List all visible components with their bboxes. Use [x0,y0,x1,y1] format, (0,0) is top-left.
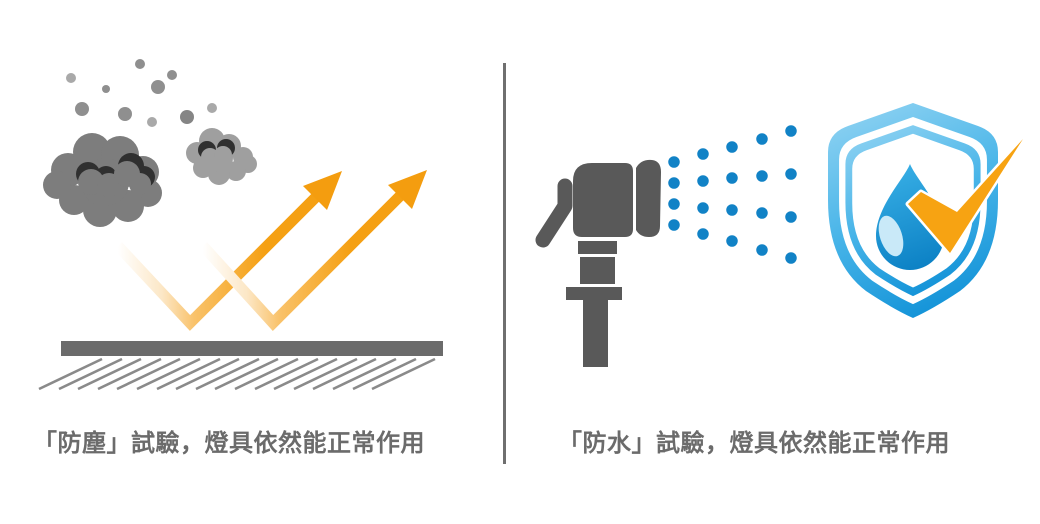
dust-cloud-small-icon [186,128,257,185]
hatch-lines [38,357,436,391]
nozzle-pipe [583,300,608,367]
arrowhead-icon [388,170,427,209]
bounce-arrow-left-icon [113,171,342,331]
drop-highlight [878,215,904,257]
ground-surface-icon [61,341,443,356]
dust-cloud-large-icon [43,133,162,227]
dust-particles-icon [66,59,217,127]
nozzle-handle [535,178,573,248]
nozzle-neck [578,241,617,254]
nozzle-block [580,257,615,284]
dust-test-caption: 「防塵」試驗，燈具依然能正常作用 [33,430,425,457]
nozzle-cap [636,159,661,237]
water-test-caption: 「防水」試驗，燈具依然能正常作用 [558,430,950,457]
panel-divider [503,63,506,464]
water-drop-icon [876,164,944,270]
water-spray-dots-icon [665,122,800,267]
checkmark-icon [905,136,1026,256]
nozzle-body [573,163,633,237]
bounce-arrow-right-icon [198,170,427,331]
nozzle-collar [566,287,622,300]
arrowhead-icon [303,171,342,210]
spray-nozzle-icon [535,159,661,367]
